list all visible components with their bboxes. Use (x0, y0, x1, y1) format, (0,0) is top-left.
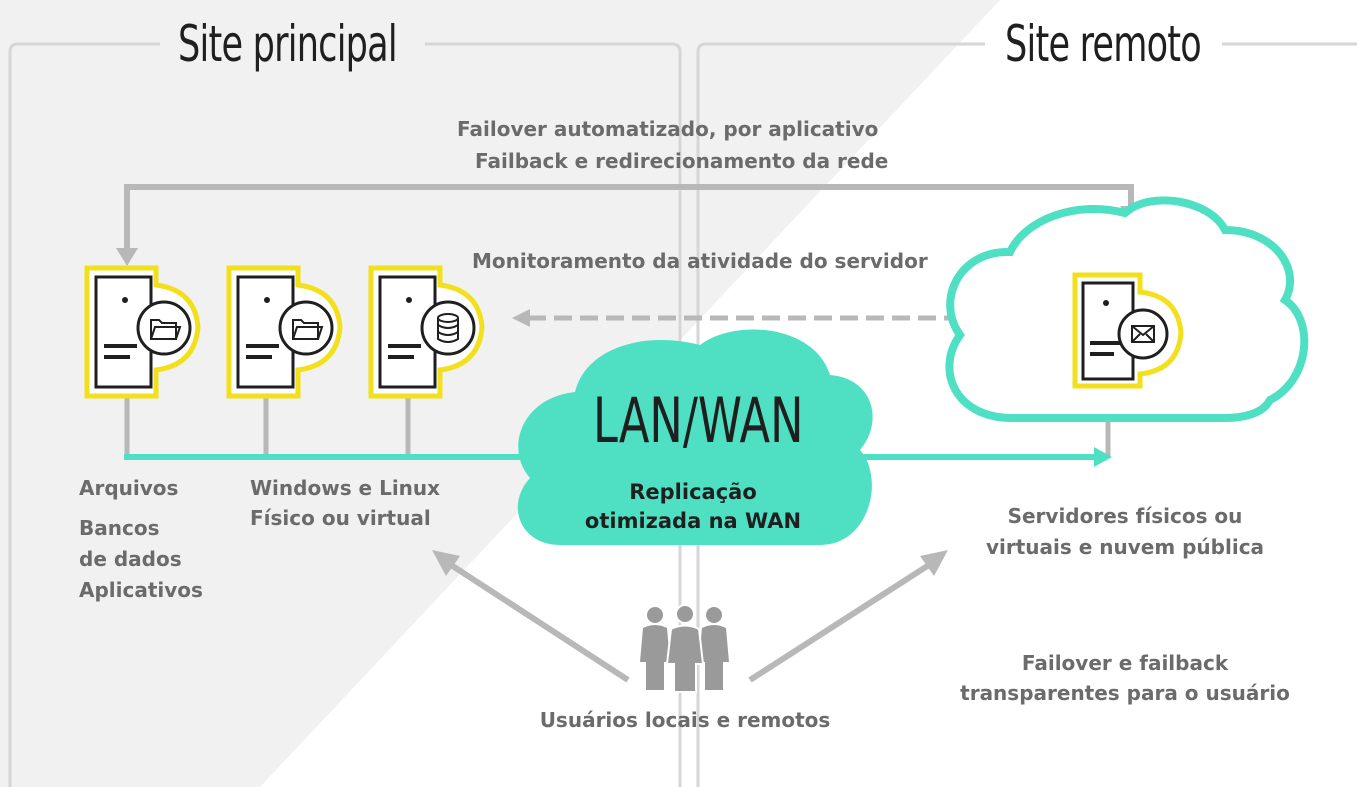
lan-bus (124, 395, 1112, 467)
folder-icon (292, 319, 324, 340)
lanwan-label: LAN/WAN (593, 384, 804, 457)
transparent-label-2: transparentes para o usuário (960, 681, 1290, 705)
servidores-label-1: Servidores físicos ou (1007, 504, 1243, 528)
background-shade (0, 0, 1000, 787)
server-database (368, 265, 485, 399)
people-icon (640, 604, 729, 693)
transparent-label-1: Failover e failback (1021, 651, 1229, 675)
site-remoto-frame (696, 42, 1357, 787)
folder-icon (150, 319, 182, 340)
failover-label-line2: Failback e redirecionamento da rede (475, 149, 889, 173)
title-site-principal: Site principal (178, 15, 398, 73)
site-principal-frame (8, 42, 682, 787)
failover-arrow (124, 184, 1134, 250)
monitoring-label: Monitoramento da atividade do servidor (472, 249, 928, 273)
replicacao-label-2: otimizada na WAN (584, 509, 802, 533)
monitoring-arrowhead (512, 309, 530, 327)
server-arquivos (84, 265, 201, 399)
server-remote (1072, 272, 1184, 389)
mail-icon (1131, 325, 1155, 343)
failover-arrowhead-left (116, 248, 138, 266)
label-fisico-virtual: Físico ou virtual (250, 506, 431, 530)
servidores-label-2: virtuais e nuvem pública (985, 535, 1265, 559)
label-bancos-2: de dados (79, 547, 182, 571)
usuarios-label: Usuários locais e remotos (539, 708, 831, 732)
lanwan-cloud (517, 329, 873, 545)
title-site-remoto: Site remoto (1005, 15, 1202, 73)
replicacao-label-1: Replicação (629, 480, 757, 504)
user-arrows (432, 550, 948, 683)
database-icon (437, 313, 459, 343)
label-windows-linux: Windows e Linux (250, 476, 441, 500)
label-bancos-1: Bancos (79, 516, 160, 540)
label-aplicativos: Aplicativos (79, 578, 203, 602)
label-arquivos: Arquivos (79, 476, 179, 500)
server-windows-linux (226, 265, 343, 399)
failover-label-line1: Failover automatizado, por aplicativo (457, 117, 879, 141)
